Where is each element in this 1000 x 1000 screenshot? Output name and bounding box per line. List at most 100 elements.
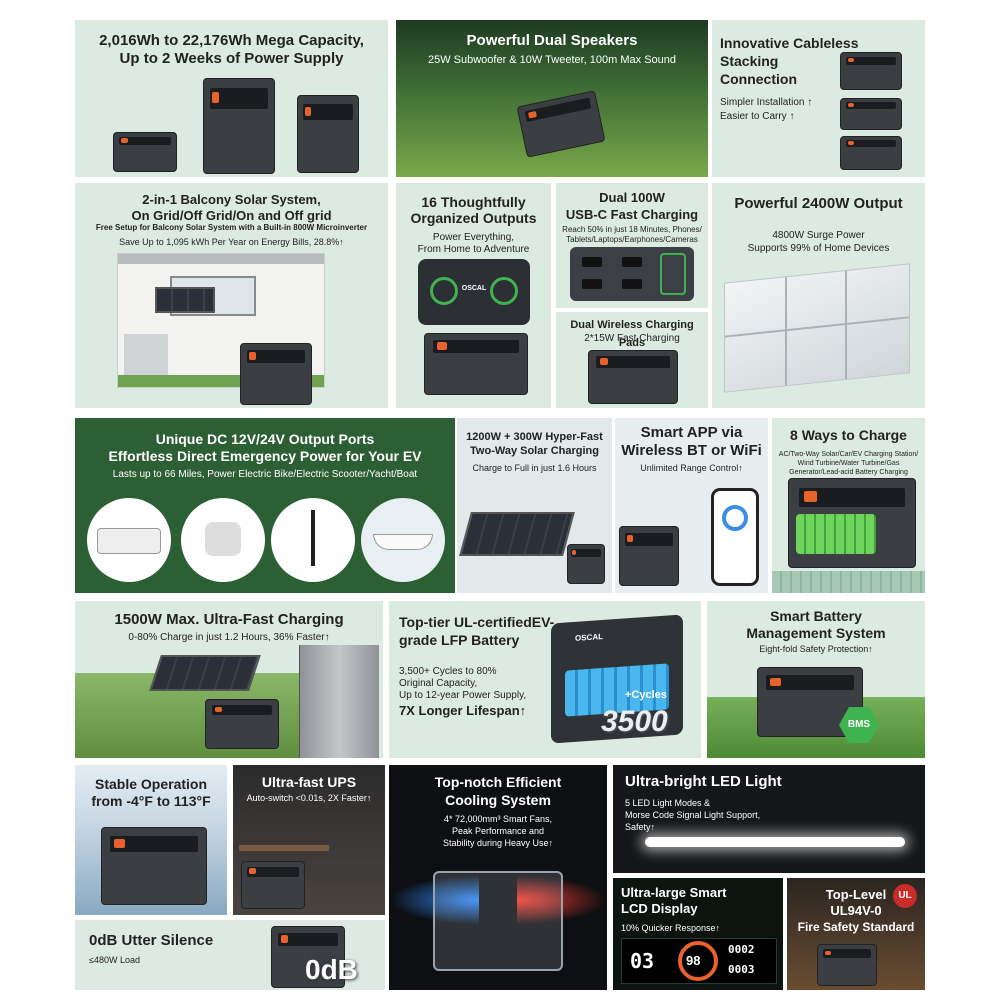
stacking-line-1: Simpler Installation ↑ (720, 97, 813, 108)
fridge (299, 645, 379, 758)
wireless-pad-left (430, 277, 458, 305)
dc-output-tile: Unique DC 12V/24V Output Ports Effortles… (75, 418, 455, 593)
outputs-title-2: Organized Outputs (410, 210, 537, 226)
app-tile: Smart APP via Wireless BT or WiFi Unlimi… (615, 418, 768, 593)
lfp-line-4: 7X Longer Lifespan↑ (399, 703, 527, 718)
usbc-port-panel (570, 247, 694, 301)
fast-subtitle: 0-80% Charge in just 1.2 Hours, 36% Fast… (128, 632, 330, 643)
fire-device (817, 944, 877, 986)
lcd-digits-bottom-right: 0003 (728, 963, 755, 976)
wireless-device (588, 350, 678, 404)
house-roof (118, 254, 324, 264)
solar-title-1: 1200W + 300W Hyper-Fast (466, 431, 603, 443)
stack-unit-bottom (840, 136, 902, 170)
usbc-tile: Dual 100W USB-C Fast Charging Reach 50% … (556, 183, 708, 308)
lcd-title-2: LCD Display (621, 901, 698, 916)
fire-title-2: UL94V-0 (830, 903, 882, 918)
rv-image (87, 498, 171, 582)
ups-title: Ultra-fast UPS (261, 774, 357, 790)
electric-bike-image (181, 498, 265, 582)
led-line-2: Morse Code Signal Light Support, (625, 810, 761, 820)
cooling-tile: Top-notch Efficient Cooling System 4* 72… (389, 765, 607, 990)
dc-subtitle: Lasts up to 66 Miles, Power Electric Bik… (112, 469, 418, 480)
output2400-line-1: 4800W Surge Power (772, 230, 865, 241)
dc-title-1: Unique DC 12V/24V Output Ports (155, 431, 375, 447)
stacking-title-3: Connection (720, 71, 797, 87)
led-line-1: 5 LED Light Modes & (625, 798, 711, 808)
ways-line-2: Wind Turbine/Water Turbine/Gas (797, 460, 900, 467)
capacity-tile: 2,016Wh to 22,176Wh Mega Capacity, Up to… (75, 20, 388, 177)
speakers-title: Powerful Dual Speakers (466, 32, 638, 49)
cycles-number: 3500 (601, 705, 668, 738)
bms-device (757, 667, 863, 737)
balcony-device (240, 343, 312, 405)
usb-port (582, 279, 602, 289)
silence-device (271, 926, 345, 988)
stable-operation-tile: Stable Operation from -4°F to 113°F (75, 765, 227, 915)
cooling-title-2: Cooling System (445, 792, 551, 808)
cooling-line-1: 4* 72,000mm³ Smart Fans, (443, 814, 553, 824)
stacking-line-2: Easier to Carry ↑ (720, 111, 795, 122)
stacking-tile: Innovative Cableless Stacking Connection… (712, 20, 925, 177)
ups-tile: Ultra-fast UPS Auto-switch <0.01s, 2X Fa… (233, 765, 385, 915)
bms-badge: BMS (839, 707, 879, 743)
device-small (113, 132, 177, 172)
usb-port (622, 279, 642, 289)
balcony-line-2: Save Up to 1,095 kWh Per Year on Energy … (119, 237, 344, 247)
speakers-subtitle: 25W Subwoofer & 10W Tweeter, 100m Max So… (427, 54, 677, 66)
stacking-title-1: Innovative Cableless (720, 35, 859, 51)
lfp-line-2: Original Capacity, (399, 678, 478, 689)
solar-charging-tile: 1200W + 300W Hyper-Fast Two-Way Solar Ch… (457, 418, 612, 593)
office-desk (239, 845, 329, 851)
transparent-device (433, 871, 563, 971)
outputs-line-1: Power Everything, (432, 232, 515, 243)
home-cutaway-illustration (724, 263, 910, 393)
solar-device (567, 544, 605, 584)
fast-title: 1500W Max. Ultra-Fast Charging (114, 611, 344, 628)
cooling-title-1: Top-notch Efficient (434, 774, 562, 790)
stable-title-2: from -4°F to 113°F (91, 793, 211, 809)
house-garage (124, 334, 168, 379)
outputs-line-2: From Home to Adventure (417, 244, 530, 255)
fast-charging-tile: 1500W Max. Ultra-Fast Charging 0-80% Cha… (75, 601, 383, 758)
app-title-2: Wireless BT or WiFi (621, 442, 762, 459)
capacity-title-2: Up to 2 Weeks of Power Supply (119, 50, 344, 67)
output2400-title: Powerful 2400W Output (734, 195, 903, 212)
output2400-line-2: Supports 99% of Home Devices (747, 243, 890, 254)
fire-title-3: Fire Safety Standard (797, 920, 915, 934)
usbc-title-1: Dual 100W (599, 190, 665, 205)
cooling-line-2: Peak Performance and (451, 826, 545, 836)
bms-title-2: Management System (746, 625, 886, 641)
capacity-title-1: 2,016Wh to 22,176Wh Mega Capacity, (99, 32, 364, 49)
outputs-brand: OSCAL (461, 285, 487, 292)
app-title-1: Smart APP via (640, 424, 743, 441)
stacking-title-2: Stacking (720, 53, 779, 69)
lcd-digits-top-right: 0002 (728, 943, 755, 956)
bms-title-1: Smart Battery (770, 608, 862, 624)
led-line-3: Safety↑ (625, 822, 656, 832)
lcd-subtitle: 10% Quicker Response↑ (621, 923, 721, 933)
app-gauge (722, 505, 748, 531)
led-bar (645, 837, 905, 847)
rv-body (97, 528, 161, 554)
lfp-battery-tile: Top-tier UL-certifiedEV- grade LFP Batte… (389, 601, 701, 758)
ul-badge: UL (893, 884, 917, 908)
room-floor-divider (725, 316, 909, 338)
lcd-ring (678, 941, 718, 981)
battery-cells (796, 514, 876, 554)
speaker-device (516, 90, 606, 158)
dc-title-2: Effortless Direct Emergency Power for Yo… (108, 448, 422, 464)
wireless-pad-right (490, 277, 518, 305)
stable-device (101, 827, 207, 905)
solar-title-2: Two-Way Solar Charging (470, 445, 599, 457)
ways-line-1: AC/Two-Way Solar/Car/EV Charging Station… (778, 451, 919, 458)
bike-body (205, 522, 241, 556)
solar-subtitle: Charge to Full in just 1.6 Hours (472, 463, 597, 473)
silence-big-text: 0dB (305, 954, 358, 985)
smartphone (711, 488, 759, 586)
lfp-line-1: 3,500+ Cycles to 80% (399, 666, 497, 677)
fire-title-1: Top-Level (825, 887, 887, 902)
outputs-device-front (424, 333, 528, 395)
lfp-line-3: Up to 12-year Power Supply, (399, 690, 527, 701)
outputs-tile: 16 Thoughtfully Organized Outputs Power … (396, 183, 551, 408)
